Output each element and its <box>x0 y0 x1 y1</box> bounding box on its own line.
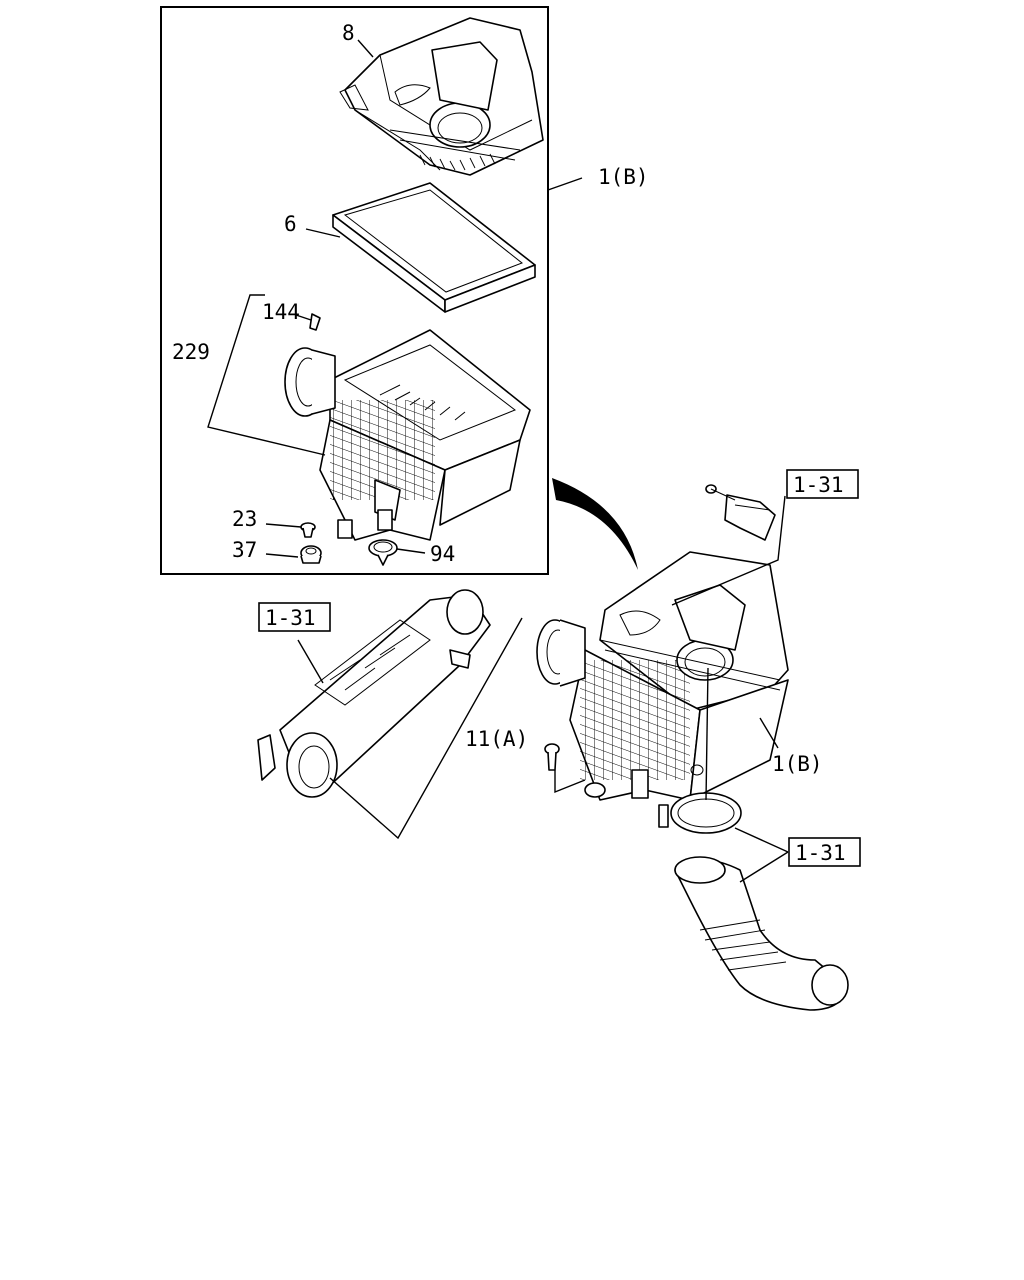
callout-229: 229 <box>172 340 210 364</box>
inset-frame <box>160 6 549 575</box>
ref-box-duct <box>258 602 331 632</box>
air-cleaner-assembly[interactable] <box>536 551 789 801</box>
grommet-part[interactable] <box>300 545 322 564</box>
callout-144: 144 <box>262 300 300 324</box>
leader-144 <box>295 314 312 321</box>
leader-37 <box>265 553 299 558</box>
leader-6 <box>305 228 341 238</box>
callout-94: 94 <box>430 542 455 566</box>
leader-hose-ref <box>734 827 789 883</box>
upper-cover-part[interactable] <box>339 17 544 176</box>
callout-1b-bottom: 1(B) <box>772 752 823 776</box>
leader-229 <box>207 294 326 456</box>
hose-clamp-part[interactable] <box>658 792 742 834</box>
leader-sensor-ref <box>671 495 786 606</box>
callout-6: 6 <box>284 212 297 236</box>
callout-37: 37 <box>232 538 257 562</box>
bolt-alignment-line <box>554 770 586 794</box>
pin-part[interactable] <box>309 313 321 331</box>
air-duct-part[interactable] <box>257 589 491 798</box>
callout-23: 23 <box>232 507 257 531</box>
leader-1b-bottom <box>759 717 779 749</box>
hose-alignment-line <box>705 667 709 801</box>
seal-part[interactable] <box>368 539 398 566</box>
ref-hose: 1-31 <box>795 841 846 865</box>
ref-box-hose <box>788 837 861 867</box>
airflow-sensor-part[interactable] <box>705 484 776 541</box>
leader-94 <box>396 548 426 554</box>
callout-1b-top: 1(B) <box>598 165 649 189</box>
ref-sensor: 1-31 <box>793 473 844 497</box>
leader-1b-top <box>547 177 583 191</box>
duct-alignment-line <box>329 617 523 840</box>
filter-element-part[interactable] <box>332 182 536 313</box>
curved-arrow-icon <box>552 478 638 570</box>
callout-11a: 11(A) <box>465 727 528 751</box>
leader-23 <box>265 523 302 528</box>
callout-8: 8 <box>342 21 355 45</box>
leader-duct-ref <box>297 639 324 684</box>
leader-8 <box>357 39 374 58</box>
bolt-part[interactable] <box>544 743 560 771</box>
ref-box-sensor <box>786 469 859 499</box>
lower-case-part[interactable] <box>284 329 531 541</box>
intake-hose-part[interactable] <box>674 856 849 1011</box>
ref-duct: 1-31 <box>265 606 316 630</box>
screw-part[interactable] <box>300 522 316 538</box>
